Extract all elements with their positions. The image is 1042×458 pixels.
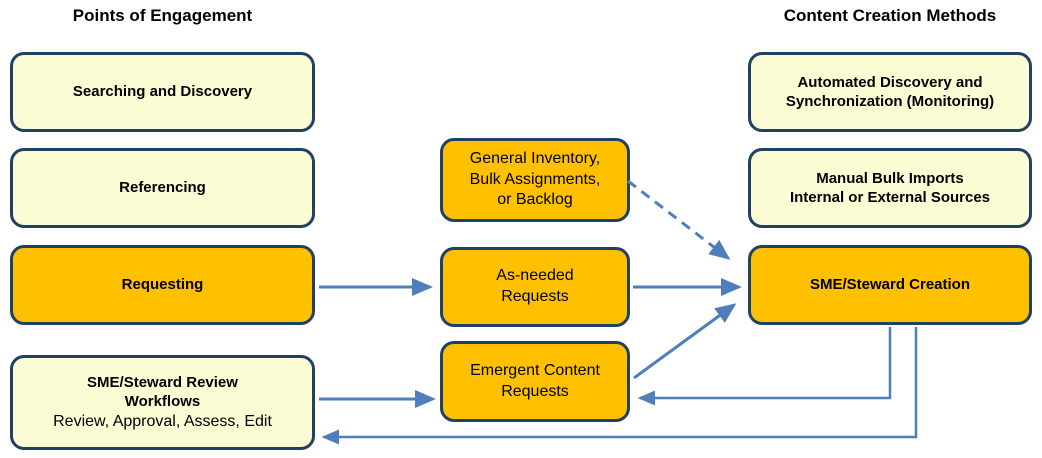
node-sme-steward-review-workflows: SME/Steward Review Workflows Review, App…: [10, 355, 315, 450]
node-searching-and-discovery: Searching and Discovery: [10, 52, 315, 132]
node-general-inventory-bulk-assignments-backlog: General Inventory, Bulk Assignments, or …: [440, 138, 630, 222]
node-emergent-content-requests: Emergent Content Requests: [440, 341, 630, 422]
column-header-points-of-engagement: Points of Engagement: [72, 6, 253, 25]
arrow-emergent-to-sme-creation: [633, 303, 737, 380]
node-referencing: Referencing: [10, 148, 315, 228]
arrow-general-inventory-to-sme-creation-dashed: [627, 179, 731, 260]
node-as-needed-requests: As-needed Requests: [440, 247, 630, 327]
node-automated-discovery-synchronization: Automated Discovery and Synchronization …: [748, 52, 1032, 132]
column-header-content-creation-methods: Content Creation Methods: [783, 6, 997, 25]
node-sme-steward-creation: SME/Steward Creation: [748, 245, 1032, 325]
node-subtitle: Review, Approval, Assess, Edit: [53, 412, 272, 430]
node-requesting: Requesting: [10, 245, 315, 325]
node-title: SME/Steward Review Workflows: [87, 373, 238, 411]
node-manual-bulk-imports: Manual Bulk Imports Internal or External…: [748, 148, 1032, 228]
arrow-sme-creation-to-emergent: [637, 327, 892, 406]
